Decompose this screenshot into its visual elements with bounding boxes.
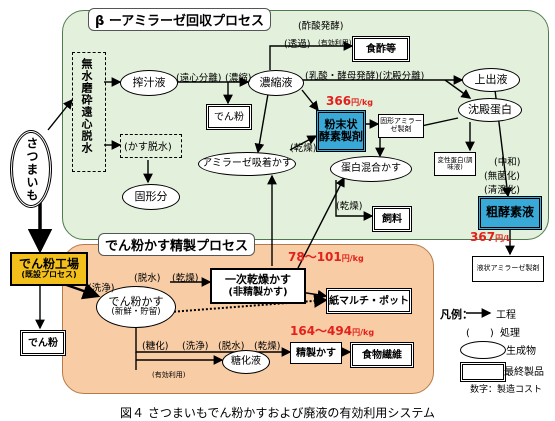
primary-dry-label: 一次乾燥かす (225, 273, 291, 287)
liquid-amylase-label: 液状アミラーゼ製剤 (476, 264, 540, 273)
beta-amylase-title: β ーアミラーゼ回収プロセス (88, 8, 272, 31)
press-juice-node: 搾汁液 (120, 70, 178, 96)
cost-powder-enzyme: 366円/kg (326, 94, 373, 108)
protein-mix-node: 蛋白混合かす (330, 156, 412, 182)
precipitated-protein-node: 沈殿蛋白 (458, 98, 522, 122)
acetic-label: (酢酸発酵) (298, 21, 344, 32)
legend-product: 生成物 (506, 346, 536, 357)
powder-enzyme-label: 粉末状 酵素製剤 (319, 117, 363, 143)
cost-367-value: 367 (470, 230, 496, 244)
sweet-potato-node: さつまいも (10, 130, 52, 208)
anhydrous-label: 無水磨砕遠心脱水 (80, 58, 93, 154)
denatured-protein-product: 変性蛋白(調味液) (434, 152, 476, 176)
centrifuge-label: (遠心分離) (176, 73, 222, 84)
wash2-label: (洗浄) (182, 341, 209, 352)
denatured-protein-label: 変性蛋白(調味液) (437, 155, 473, 171)
starch-factory-label: でん粉工場 (18, 257, 79, 271)
cost-164-unit: 円/kg (352, 328, 375, 337)
solid-amylase-product: 固形アミラーゼ製剤 (378, 114, 424, 138)
cost-primary-dry: 78〜101円/kg (288, 248, 364, 265)
dialysis-label: (透過) (284, 39, 311, 50)
supernatant-node: 上出液 (462, 68, 520, 92)
concentrate-node: 濃縮液 (248, 70, 304, 96)
dry3-label: (乾燥) (172, 273, 199, 284)
dry1-label: (乾燥) (290, 143, 317, 154)
kasu-dewater-label: (かす脱水) (124, 142, 172, 153)
kasu-dewater-box (120, 134, 182, 158)
wash-label: (洗浄) (88, 283, 115, 294)
primary-dry-sub: (非精製かす) (228, 286, 288, 298)
lactic-label: (乳酸・酵母発酵)(沈殿分離) (305, 71, 425, 82)
legend-treatment: 処理 (500, 328, 520, 339)
cost-366-value: 366 (326, 94, 352, 108)
primary-dry-node: 一次乾燥かす (非精製かす) (210, 268, 306, 304)
legend-product-ellipse (460, 341, 506, 359)
cost-164-value: 164〜494 (290, 324, 353, 338)
dewater2-label: (脱水) (218, 341, 245, 352)
sterile-label: (無菌化) (484, 171, 520, 182)
effective-use-label: (有効利用) (318, 39, 352, 47)
dry2-label: (乾燥) (336, 201, 363, 212)
dewater-label: (脱水) (134, 273, 161, 284)
effective-use2-label: (有効利用) (152, 371, 186, 379)
legend-final-box (460, 362, 506, 382)
feed-product: 飼料 (372, 206, 412, 232)
anhydrous-process-box (72, 52, 106, 172)
legend-final: 最終製品 (504, 367, 544, 378)
starch-factory-node: でん粉工場 (既設プロセス) (10, 252, 88, 286)
dietary-fiber-product: 食物繊維 (350, 342, 414, 368)
starch-kasu-label: でん粉かす (108, 294, 164, 308)
legend-title: 凡例： (440, 308, 473, 321)
starch-refine-title: でん粉かす精製プロセス (98, 233, 256, 256)
starch-kasu-sub: (新鮮・貯留) (111, 307, 161, 318)
refined-kasu-node: 精製かす (290, 342, 342, 364)
legend-process: 工程 (496, 310, 516, 321)
legend-paren: ( ) (466, 328, 494, 339)
legend-numbers: 数字：製造コスト (470, 385, 543, 395)
cost-78-unit: 円/kg (341, 254, 364, 263)
cost-crude-enzyme: 367円/L (470, 230, 511, 244)
neutralize-label: (中和) (494, 157, 521, 168)
starch-top-product: でん粉 (206, 104, 252, 130)
saccharified-node: 糖化液 (222, 350, 270, 374)
cost-366-unit: 円/kg (351, 98, 374, 107)
cost-refined-kasu: 164〜494円/kg (290, 322, 374, 339)
crude-enzyme-product: 粗酵素液 (478, 196, 542, 230)
liquid-amylase-product: 液状アミラーゼ製剤 (472, 256, 544, 282)
figure-caption: 図４ さつまいもでん粉かすおよび廃液の有効利用システム (120, 406, 435, 420)
starch-kasu-node: でん粉かす (新鮮・貯留) (96, 286, 176, 328)
powder-enzyme-product: 粉末状 酵素製剤 (316, 110, 366, 152)
solid-node: 固形分 (122, 184, 180, 210)
cost-367-unit: 円/L (495, 234, 512, 243)
saccharify-label: (糖化) (142, 341, 169, 352)
solid-amylase-label: 固形アミラーゼ製剤 (380, 117, 422, 133)
amylase-adsorbed-node: アミラーゼ吸着かす (198, 152, 296, 176)
paper-mulch-product: 紙マルチ・ポット (326, 288, 412, 314)
starch-factory-sub: (既設プロセス) (21, 270, 77, 280)
starch-bottom-product: でん粉 (20, 330, 66, 356)
clarify-label: (清澄化) (484, 185, 520, 196)
concentrate-op-label: (濃縮) (225, 73, 252, 84)
dry4-label: (乾燥) (254, 341, 281, 352)
cost-78-value: 78〜101 (288, 250, 342, 264)
vinegar-product: 食酢等 (352, 36, 410, 62)
